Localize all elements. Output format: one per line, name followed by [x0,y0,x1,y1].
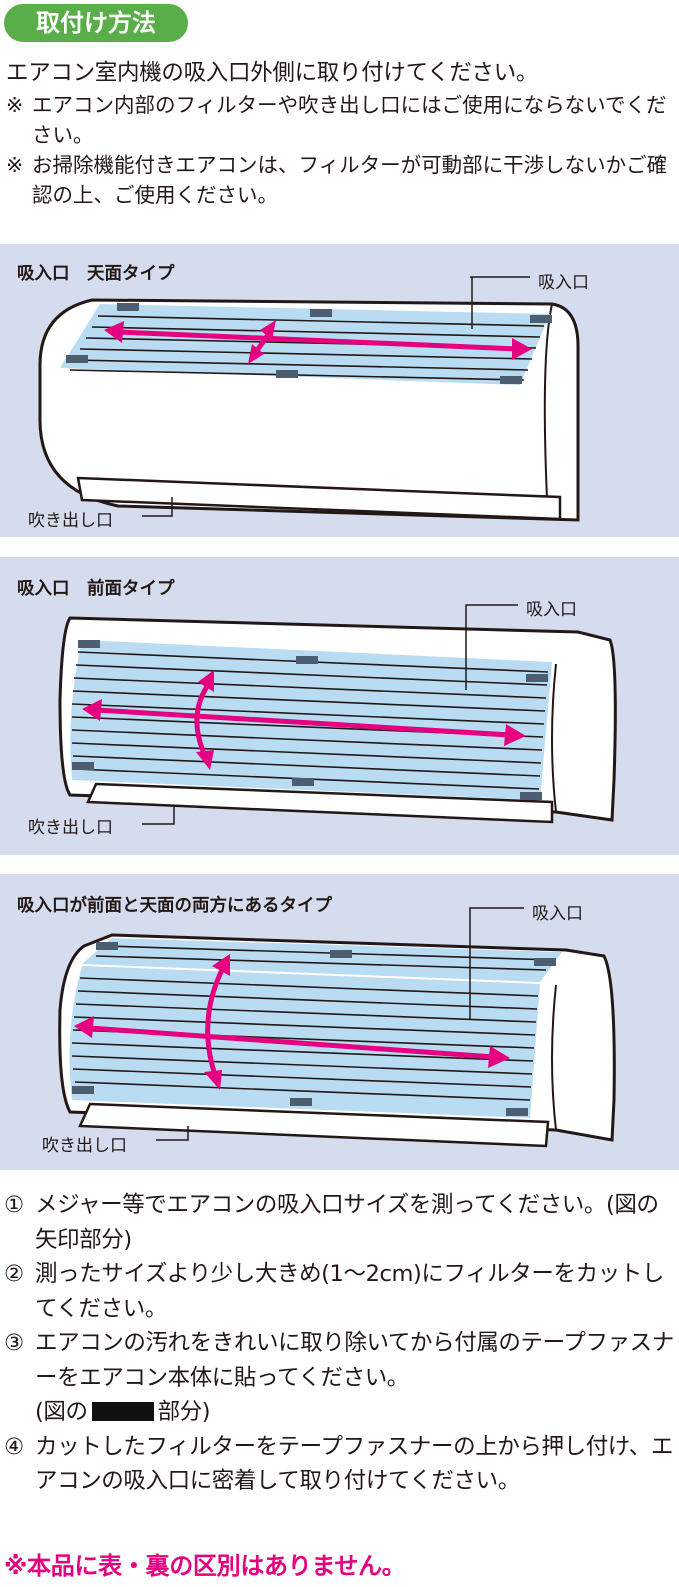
outlet-label: 吹き出し口 [28,818,113,838]
intro-block: エアコン室内機の吸入口外側に取り付けてください。 ※ エアコン内部のフィルターや… [6,56,674,210]
aircon-both-intake-diagram [58,907,616,1148]
intro-note: ※ お掃除機能付きエアコンは、フィルターが可動部に干渉しないかご確認の上、ご使用… [6,150,674,210]
step-text: カットしたフィルターをテープファスナーの上から押し付け、エアコンの吸入口に密着し… [35,1433,673,1495]
note-mark: ※ [6,93,24,117]
step-number: ④ [4,1433,24,1460]
tape-fastener-icon [66,303,552,384]
diagram-panel-both: 吸入口が前面と天面の両方にあるタイプ 吸入口 吹き出し口 [0,874,679,1170]
step-text: メジャー等でエアコンの吸入口サイズを測ってください。(図の矢印部分) [35,1192,659,1253]
step-text: 測ったサイズより少し大きめ(1〜2cm)にフィルターをカットしてください。 [35,1261,665,1322]
tape-fastener-icon [72,942,556,1116]
tape-fastener-icon [72,640,548,800]
intake-label: 吸入口 [538,273,589,293]
note-mark: ※ [6,153,24,177]
diagram-panel-front: 吸入口 前面タイプ 吸入口 吹き出し口 [0,557,679,855]
step-number: ③ [4,1330,24,1356]
step-4: ④ カットしたフィルターをテープファスナーの上から押し付け、エアコンの吸入口に密… [4,1430,676,1499]
step-figure-ref-prefix: (図の [35,1399,88,1425]
intro-note: ※ エアコン内部のフィルターや吹き出し口にはご使用にならないでください。 [6,90,674,150]
step-number: ① [4,1192,24,1218]
step-1: ① メジャー等でエアコンの吸入口サイズを測ってください。(図の矢印部分) [4,1188,676,1257]
step-2: ② 測ったサイズより少し大きめ(1〜2cm)にフィルターをカットしてください。 [4,1257,676,1326]
panel-title: 吸入口が前面と天面の両方にあるタイプ [17,896,332,916]
double-arrow-icon [104,320,532,364]
intro-lead: エアコン室内機の吸入口外側に取り付けてください。 [6,60,539,86]
note-text: エアコン内部のフィルターや吹き出し口にはご使用にならないでください。 [32,93,667,147]
aircon-front-intake-diagram [58,604,617,825]
outlet-label: 吹き出し口 [28,511,113,531]
double-arrow-icon [82,670,526,770]
panel-title: 吸入口 天面タイプ [17,264,175,284]
step-text: エアコンの汚れをきれいに取り除いてから付属のテープファスナーをエアコン本体に貼っ… [35,1330,674,1391]
section-badge: 取付け方法 [4,4,188,42]
step-figure-ref-suffix: 部分) [157,1399,211,1425]
intake-label: 吸入口 [526,600,577,620]
panel-title: 吸入口 前面タイプ [17,579,175,599]
note-text: お掃除機能付きエアコンは、フィルターが可動部に干渉しないかご確認の上、ご使用くだ… [32,153,668,207]
intake-label: 吸入口 [532,904,583,924]
double-arrow-icon [74,954,510,1090]
step-number: ② [4,1261,24,1287]
instruction-steps: ① メジャー等でエアコンの吸入口サイズを測ってください。(図の矢印部分) ② 測… [4,1188,676,1499]
step-3: ③ エアコンの汚れをきれいに取り除いてから付属のテープファスナーをエアコン本体に… [4,1326,676,1430]
footer-note: ※本品に表・裏の区別はありません。 [4,1552,406,1580]
diagram-panel-top: 吸入口 天面タイプ 吸入口 吹き出し口 [0,244,679,537]
outlet-label: 吹き出し口 [42,1136,127,1156]
aircon-top-intake-diagram [38,276,580,522]
tape-fastener-icon [91,1402,154,1421]
